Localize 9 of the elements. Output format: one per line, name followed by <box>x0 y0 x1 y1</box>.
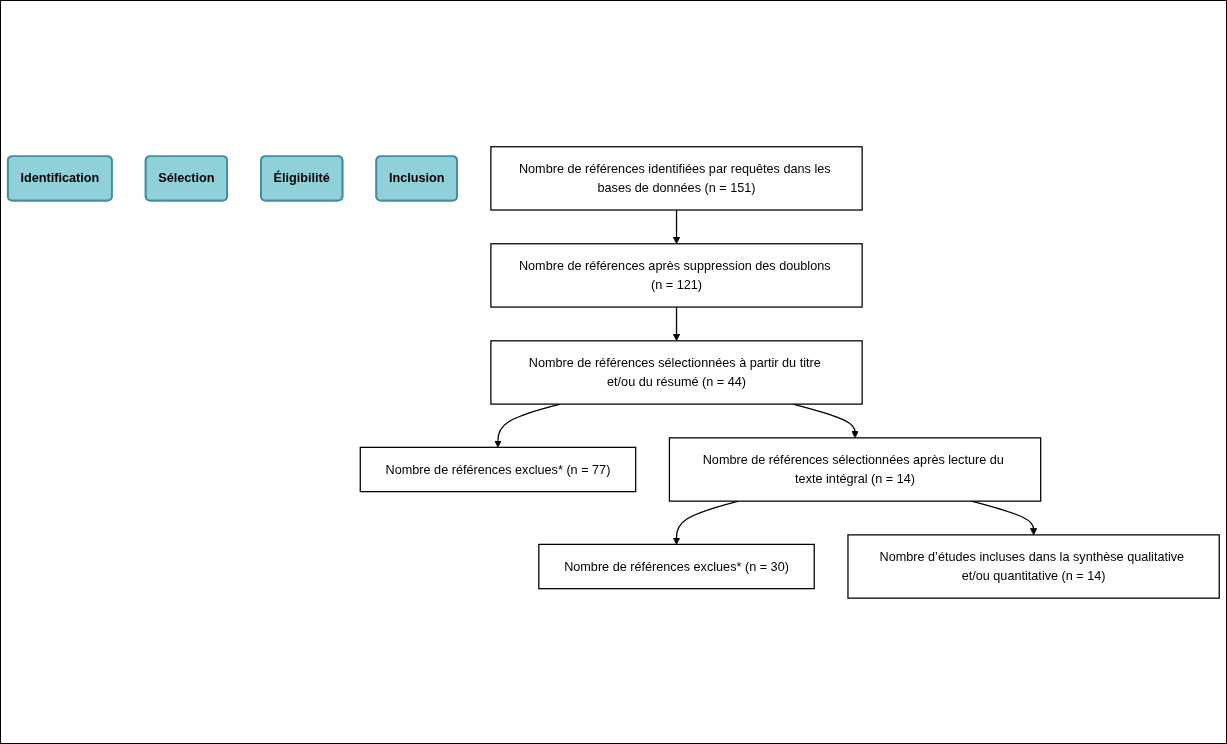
node-box: Nombre de références sélectionnées après lecture du texte intégral (n = 14) <box>668 436 1042 502</box>
node-box: Nombre de références exclues* (n = 77) <box>359 446 637 492</box>
arrow <box>672 208 681 244</box>
node-box: Nombre d’études incluses dans la synthèse qualitative et/ou quantitative (n = 14) <box>847 533 1220 599</box>
node-box: Nombre de références sélectionnées à partir du titre et/ou du résumé (n = 44) <box>490 339 863 405</box>
arrow <box>672 305 681 341</box>
node-box: Nombre de références identifiées par requêtes dans les bases de données (n = 151) <box>490 145 863 211</box>
node-box: Nombre de références après suppression des doublons (n = 121) <box>490 242 863 308</box>
node-box: Nombre de références exclues* (n = 30) <box>538 543 815 589</box>
